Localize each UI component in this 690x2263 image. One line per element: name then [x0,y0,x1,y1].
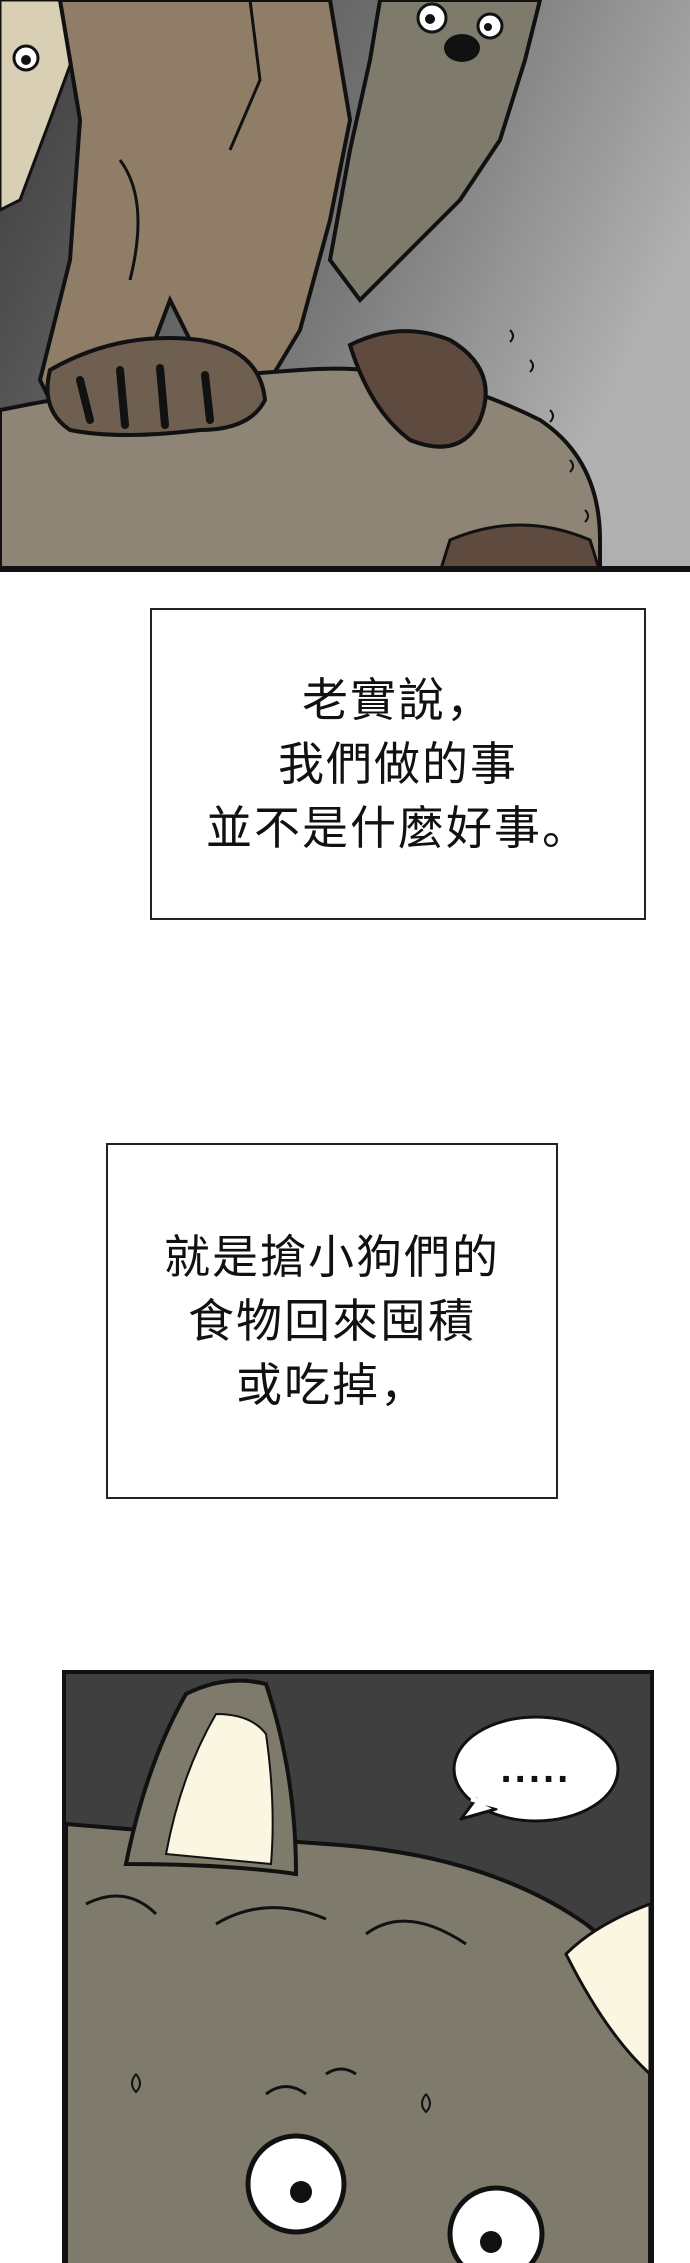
caption-1-line-3: 並不是什麼好事。 [206,801,590,855]
caption-2-line-2: 食物回來囤積 [188,1294,476,1348]
speech-bubble-text: ..... [500,1752,571,1790]
caption-box-1: 老實說， 我們做的事 並不是什麼好事。 [150,608,646,920]
panel-dog-closeup-art [66,1674,650,2263]
caption-2-line-1: 就是搶小狗們的 [164,1230,500,1284]
panel-dog-closeup: ..... [62,1670,654,2263]
caption-1-line-1: 老實說， [302,673,494,727]
caption-1-line-2: 我們做的事 [278,737,518,791]
caption-2-line-3: 或吃掉， [236,1358,428,1412]
panel-dogs-standing [0,0,690,572]
caption-box-2: 就是搶小狗們的 食物回來囤積 或吃掉， [106,1143,558,1499]
panel-dogs-standing-art [0,0,690,572]
